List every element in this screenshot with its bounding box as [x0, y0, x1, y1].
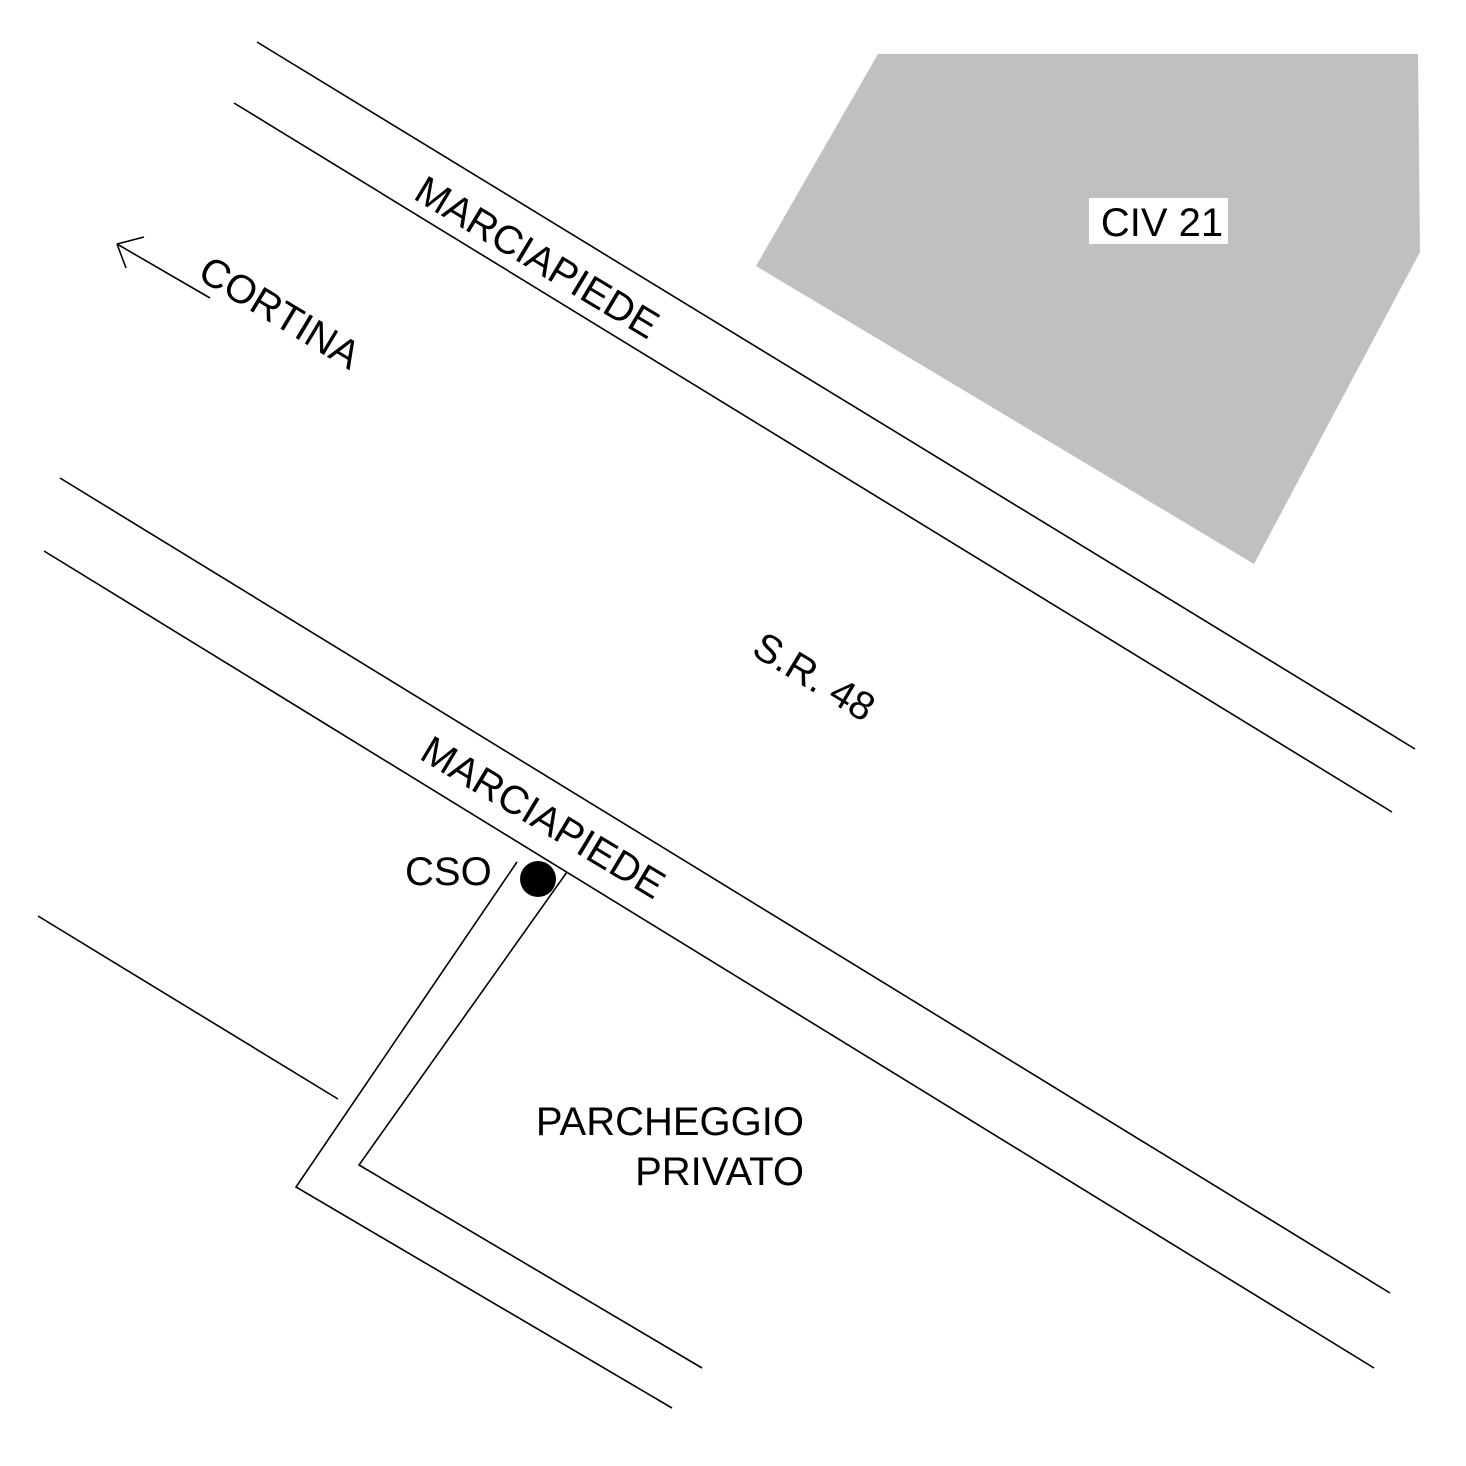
manhole-label: CSO [405, 850, 492, 894]
arrow-left-icon [116, 236, 211, 299]
cortina-direction-label: CORTINA [191, 248, 368, 378]
sidewalk-south-inner-edge [43, 550, 1375, 1369]
sidewalk-north-label: MARCIAPIEDE [407, 168, 666, 348]
building-label-background [1089, 198, 1228, 244]
sidewalk-north-outer-edge [256, 41, 1416, 750]
driveway-outer-edge [294, 861, 673, 1409]
lot-boundary-line [37, 915, 339, 1100]
building-civ-21 [756, 54, 1420, 564]
parking-label-line2: PRIVATO [635, 1150, 804, 1194]
driveway-inner-edge [357, 871, 703, 1369]
filled-circle-icon [520, 861, 556, 897]
parking-label-line1: PARCHEGGIO [536, 1100, 804, 1144]
building-label: CIV 21 [1101, 201, 1223, 245]
sidewalk-north-inner-edge [233, 102, 1393, 813]
sidewalk-south-outer-edge [59, 477, 1391, 1294]
road-label: S.R. 48 [745, 624, 882, 730]
